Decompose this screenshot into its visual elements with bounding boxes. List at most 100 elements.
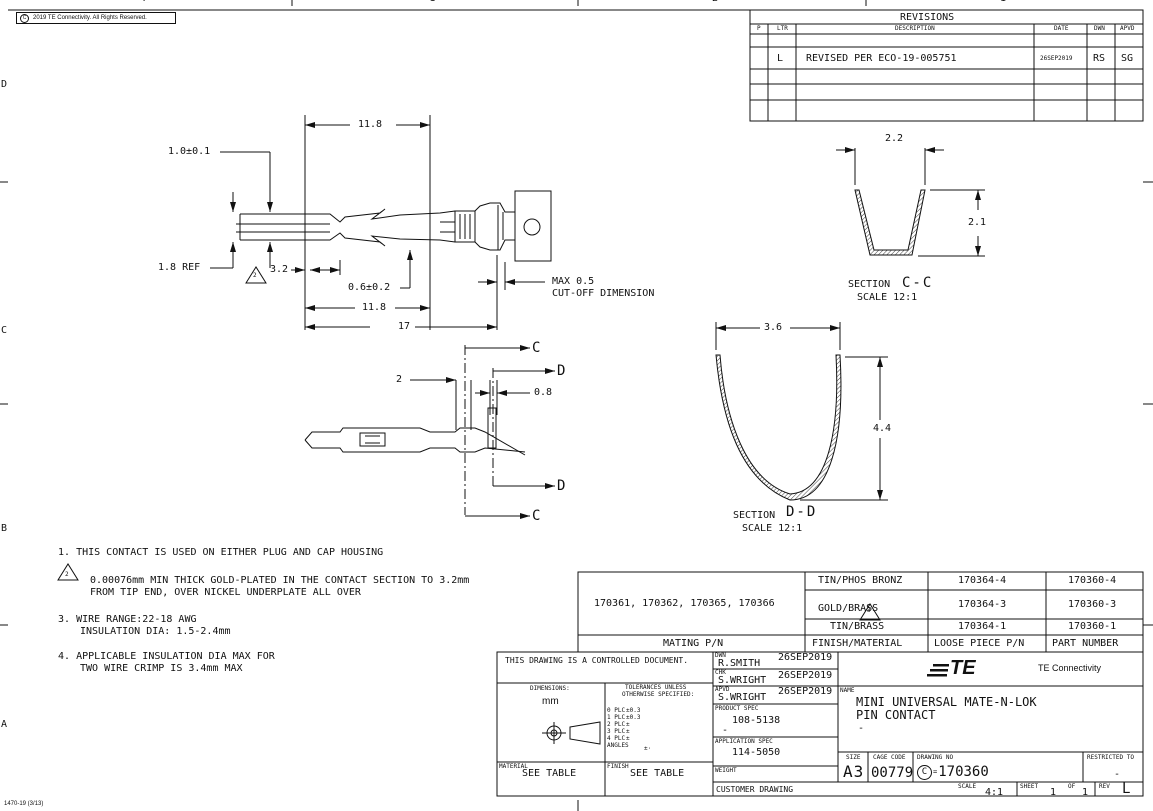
header-loose: LOOSE PIECE P/N: [934, 638, 1025, 649]
tol-plc-3: 3 PLC: [607, 728, 626, 735]
section-c-c: [836, 147, 985, 257]
loose-row-1: 170364-4: [958, 575, 1007, 586]
dim-3-2: 3.2: [270, 264, 289, 275]
zone-letter-c: C: [1, 325, 8, 336]
size-label: SIZE: [846, 754, 861, 761]
cage-code-value: 00779: [871, 765, 914, 781]
header-part: PART NUMBER: [1052, 638, 1119, 649]
note-flag-2-dim: 2: [253, 272, 257, 279]
rev-row-description: REVISED PER ECO-19-005751: [806, 53, 957, 64]
rev-label: REV: [1099, 783, 1110, 790]
dim-11-8-top: 11.8: [358, 119, 383, 130]
tol-plc-1: 1 PLC: [607, 714, 626, 721]
section-d-d: [715, 322, 888, 501]
rev-row-date: 26SEP2019: [1040, 55, 1073, 62]
dim-2-2: 2.2: [885, 133, 904, 144]
dim-11-8-bot: 11.8: [362, 302, 387, 313]
te-logo: [927, 664, 949, 677]
note-2-line-1: 0.00076mm MIN THICK GOLD-PLATED IN THE C…: [90, 575, 470, 586]
rev-header-ltr: LTR: [777, 25, 788, 32]
chk-name: S.WRIGHT: [718, 675, 767, 686]
section-d-scale: SCALE 12:1: [742, 523, 803, 534]
zone-number-1: 1: [1000, 0, 1006, 4]
note-4-num: 4.: [58, 651, 71, 662]
header-mating: MATING P/N: [663, 638, 724, 649]
dimensions-value: mm: [542, 696, 559, 707]
form-number: 1470-19 (3/13): [4, 801, 44, 807]
product-spec-label: PRODUCT SPEC: [715, 705, 759, 712]
section-d-letters: D-D: [786, 504, 818, 520]
of-label: OF: [1068, 783, 1076, 790]
part-row-2: 170360-3: [1068, 599, 1117, 610]
projection-symbol: [542, 721, 601, 745]
sheet-value: 1: [1050, 787, 1057, 798]
tolerances-line-1: TOLERANCES UNLESS: [625, 684, 687, 691]
section-c-letters: C-C: [902, 275, 934, 291]
copyright-icon: C: [20, 13, 29, 23]
dim-1-0: 1.0±0.1: [168, 146, 211, 157]
application-spec-value: 114-5050: [732, 747, 781, 758]
note-4-line-1: APPLICABLE INSULATION DIA MAX FOR: [76, 651, 275, 662]
finish-row-1: TIN/PHOS BRONZ: [818, 575, 903, 586]
application-spec-label: APPLICATION SPEC: [715, 738, 773, 745]
loose-row-3: 170364-1: [958, 621, 1007, 632]
header-finish: FINISH/MATERIAL: [812, 638, 903, 649]
apvd-name: S.WRIGHT: [718, 692, 767, 703]
restricted-value: -: [1114, 769, 1121, 780]
side-view-dimensions: [210, 115, 545, 330]
finish-value: SEE TABLE: [630, 768, 685, 779]
loose-row-2: 170364-3: [958, 599, 1007, 610]
rev-row-ltr: L: [777, 53, 784, 64]
material-label: MATERIAL: [499, 763, 528, 770]
drawing-no-label: DRAWING NO: [917, 754, 954, 761]
dim-2: 2: [396, 374, 403, 385]
cutoff-label-2: CUT-OFF DIMENSION: [552, 288, 655, 299]
size-value: A3: [843, 762, 865, 781]
tol-val-4: ±: [626, 735, 630, 742]
zone-letter-d: D: [1, 79, 8, 90]
cut-d-bottom: D: [557, 478, 566, 494]
section-c-scale: SCALE 12:1: [857, 292, 918, 303]
angles-value: ±·: [644, 745, 652, 752]
chk-date: 26SEP2019: [778, 670, 833, 681]
weight-value: -: [816, 761, 823, 772]
drawing-prefix-icon: C: [917, 764, 932, 780]
note-4-line-2: TWO WIRE CRIMP IS 3.4mm MAX: [80, 663, 243, 674]
product-spec-dash: -: [722, 725, 729, 736]
tol-val-0: ±0.3: [626, 707, 641, 714]
zone-letter-a: A: [1, 719, 8, 730]
note-3-line-1: WIRE RANGE:22-18 AWG: [76, 614, 197, 625]
cage-code-label: CAGE CODE: [873, 754, 906, 761]
note-1-line-1: THIS CONTACT IS USED ON EITHER PLUG AND …: [76, 547, 384, 558]
finish-label: FINISH: [607, 763, 629, 770]
dim-0-6: 0.6±0.2: [348, 282, 391, 293]
tol-plc-0: 0 PLC: [607, 707, 626, 714]
zone-number-2: 2: [712, 0, 718, 4]
angles-label: ANGLES: [607, 742, 629, 749]
title-line-2: PIN CONTACT: [856, 708, 936, 722]
title-dash: -: [858, 723, 865, 734]
dwn-date: 26SEP2019: [778, 652, 833, 663]
dwn-label: DWN: [715, 652, 726, 659]
note-triangles: [57, 266, 881, 621]
drawing-no-value: 170360: [938, 764, 989, 780]
rev-row-dwn: RS: [1093, 53, 1106, 64]
note-1: 1. THIS CONTACT IS USED ON EITHER PLUG A…: [58, 548, 383, 558]
zone-number-3: 3: [430, 0, 436, 4]
scale-value: 4:1: [985, 787, 1004, 798]
of-value: 1: [1082, 787, 1089, 798]
zone-letter-b: B: [1, 523, 8, 534]
dim-4-4: 4.4: [873, 423, 892, 434]
dim-0-8: 0.8: [534, 387, 553, 398]
note-3-num: 3.: [58, 614, 71, 625]
controlled-document: THIS DRAWING IS A CONTROLLED DOCUMENT.: [505, 656, 689, 665]
sheet-label: SHEET: [1020, 783, 1039, 790]
cut-c-bottom: C: [532, 508, 541, 524]
mating-values: 170361, 170362, 170365, 170366: [594, 598, 775, 609]
weight-label: WEIGHT: [715, 767, 737, 774]
note-2-flag: 2: [65, 571, 69, 578]
section-c-word: SECTION: [848, 279, 891, 290]
tolerances-line-2: OTHERWISE SPECIFIED:: [622, 691, 695, 698]
chk-label: CHK: [715, 669, 726, 676]
